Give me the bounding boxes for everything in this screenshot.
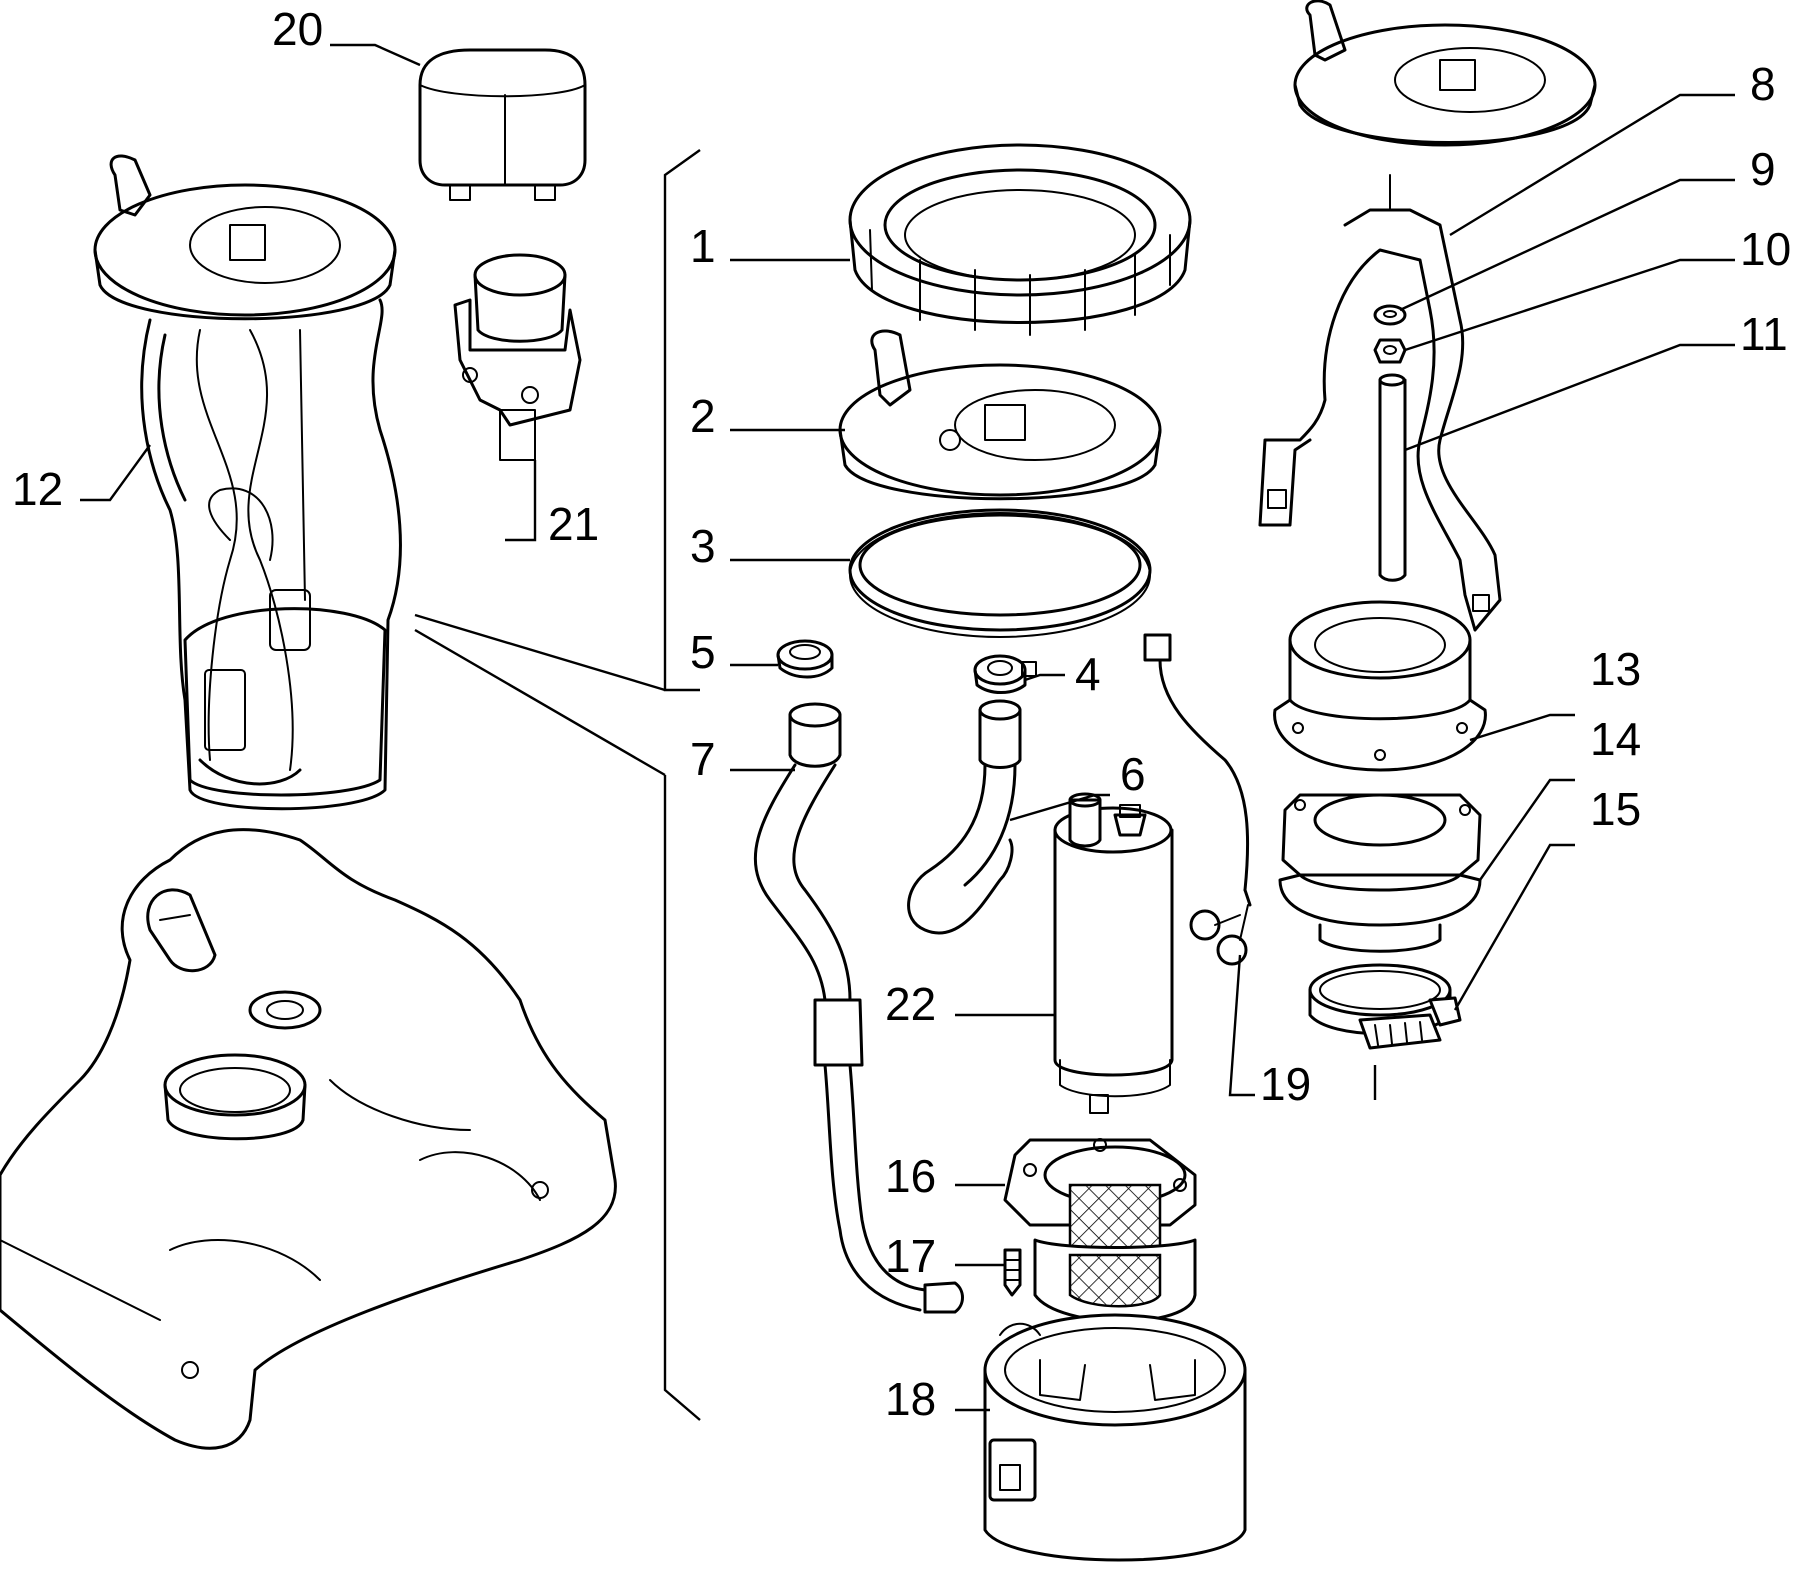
bracket-part-8 [1258, 208, 1502, 632]
callout-22: 22 [885, 978, 936, 1030]
callout-8: 8 [1750, 58, 1776, 110]
leader-lines [80, 43, 1735, 1412]
filter-housing-part-13 [1273, 600, 1487, 772]
fuel-hose-part-7 [753, 702, 964, 1314]
relay-component [418, 48, 587, 201]
pump-flange-part-2 [838, 329, 1162, 501]
hose-clamp-part-4 [973, 654, 1037, 694]
electric-fuel-pump-part-22 [1053, 792, 1174, 1114]
callout-3: 3 [690, 520, 716, 572]
callout-10: 10 [1740, 223, 1791, 275]
tube-part-11 [1378, 373, 1407, 582]
hose-clamp-part-5 [776, 639, 834, 679]
callout-9: 9 [1750, 143, 1776, 195]
callout-11: 11 [1740, 308, 1788, 360]
nut-part-10 [1373, 338, 1407, 364]
filter-housing-part-14 [1278, 793, 1482, 953]
clamp-part-15 [1308, 963, 1462, 1050]
callout-5: 5 [690, 626, 716, 678]
callout-4: 4 [1075, 648, 1101, 700]
callout-18: 18 [885, 1373, 936, 1425]
callout-12: 12 [12, 463, 63, 515]
washer-part-9 [1373, 304, 1407, 326]
fuel-hose-part-6 [907, 699, 1022, 935]
callout-6: 6 [1120, 748, 1146, 800]
inertia-switch-component [453, 253, 582, 461]
pump-flange-right [1293, 0, 1597, 211]
filter-part-16 [1003, 1138, 1197, 1323]
callout-16: 16 [885, 1150, 936, 1202]
callout-2: 2 [690, 390, 716, 442]
pump-module-assembly [93, 154, 402, 811]
callout-21: 21 [548, 498, 599, 550]
callout-17: 17 [885, 1230, 936, 1282]
callout-1: 1 [690, 220, 716, 272]
callout-14: 14 [1590, 713, 1641, 765]
callout-19: 19 [1260, 1058, 1311, 1110]
ring-nut-part-1 [848, 143, 1192, 336]
callout-7: 7 [690, 733, 716, 785]
callout-15: 15 [1590, 783, 1641, 835]
fuel-tank-outline [0, 828, 617, 1450]
exploded-view-bracket [414, 149, 701, 1421]
callout-20: 20 [272, 3, 323, 55]
screw-part-17 [1003, 1248, 1022, 1297]
reservoir-cup-part-18 [983, 1313, 1247, 1562]
callout-13: 13 [1590, 643, 1641, 695]
gasket-part-3 [848, 508, 1152, 638]
